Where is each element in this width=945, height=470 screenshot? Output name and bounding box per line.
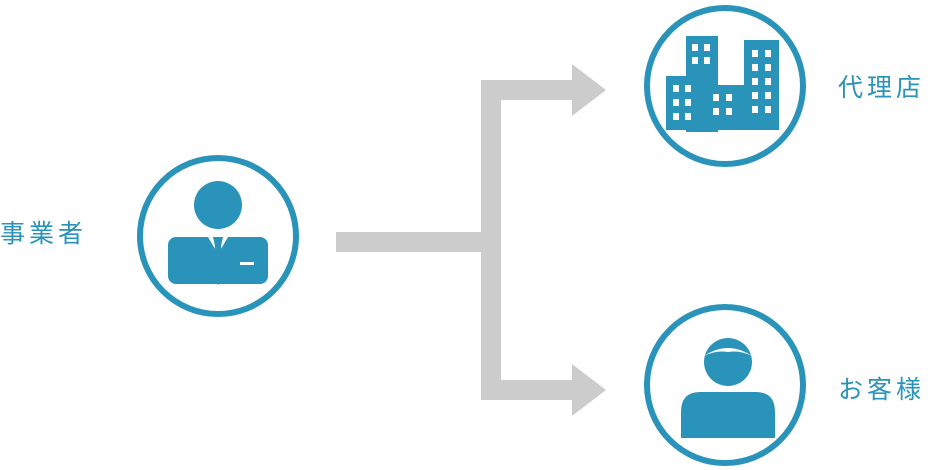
operator-node [137, 155, 299, 317]
customer-node [644, 304, 806, 466]
operator-label: 事業者 [0, 219, 88, 248]
arrow-head-top [572, 64, 606, 116]
agency-node [644, 5, 806, 167]
connector-vertical-bar [481, 80, 501, 400]
office-buildings-icon [666, 36, 779, 132]
arrow-shaft-bottom [481, 380, 577, 400]
person-icon [681, 338, 775, 438]
customer-label: お客様 [838, 375, 926, 404]
arrow-head-bottom [572, 364, 606, 416]
connector-stem [336, 232, 491, 252]
connector-arrows [336, 64, 606, 416]
agency-label: 代理店 [838, 73, 926, 102]
arrow-shaft-top [481, 80, 577, 100]
